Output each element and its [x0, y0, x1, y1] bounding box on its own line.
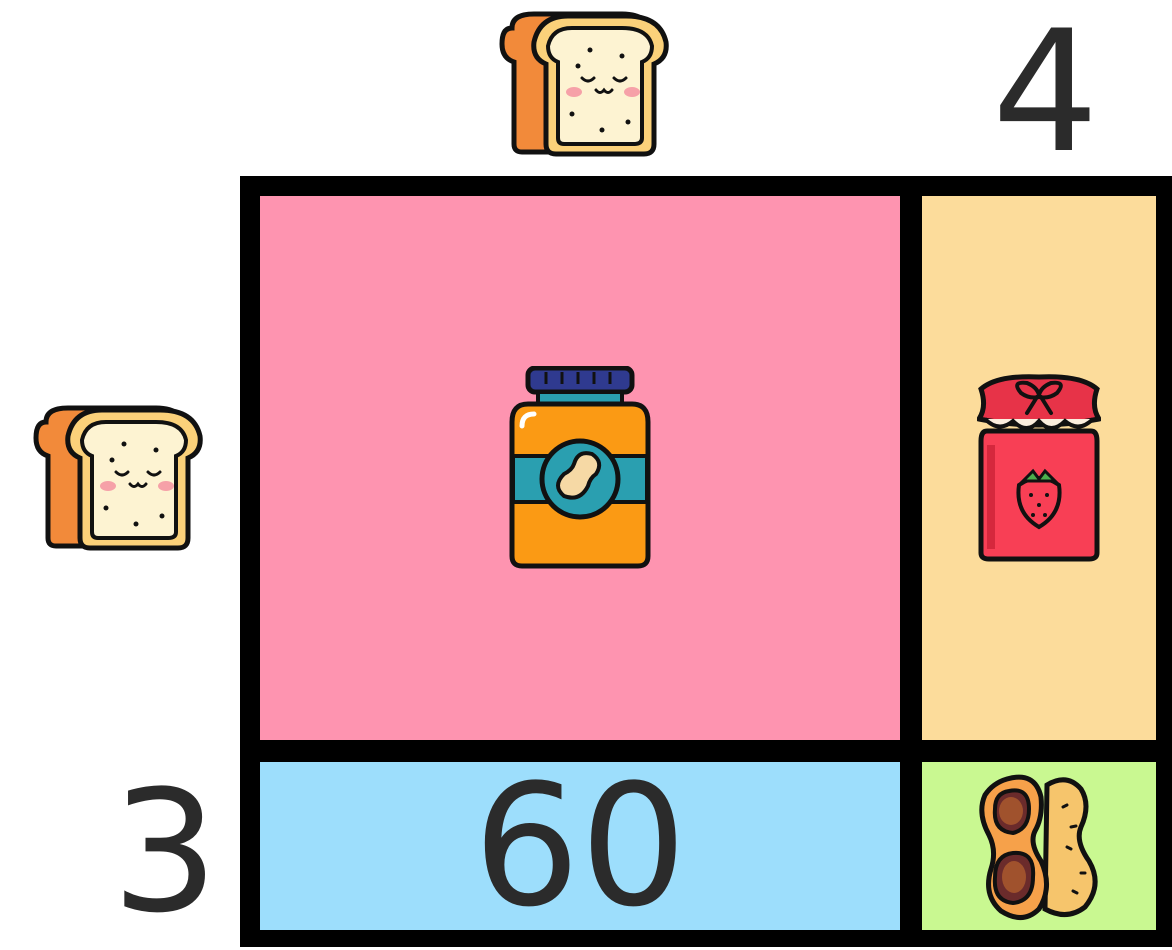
column-header-bread-icon: [472, 6, 676, 158]
cell-top-left: [260, 196, 900, 740]
strawberry-jam-jar-icon: [977, 373, 1101, 563]
cell-bottom-right: [922, 762, 1156, 930]
column-header-number: 4: [992, 8, 1096, 176]
row-header-number: 3: [110, 768, 220, 936]
peanut-butter-jar-icon: [508, 366, 652, 570]
cell-bottom-left-value: 60: [473, 762, 687, 930]
cell-top-right: [922, 196, 1156, 740]
peanuts-icon: [971, 771, 1107, 921]
row-header-bread-icon: [6, 400, 210, 552]
area-model-grid: 60: [240, 176, 1172, 947]
cell-bottom-left: 60: [260, 762, 900, 930]
